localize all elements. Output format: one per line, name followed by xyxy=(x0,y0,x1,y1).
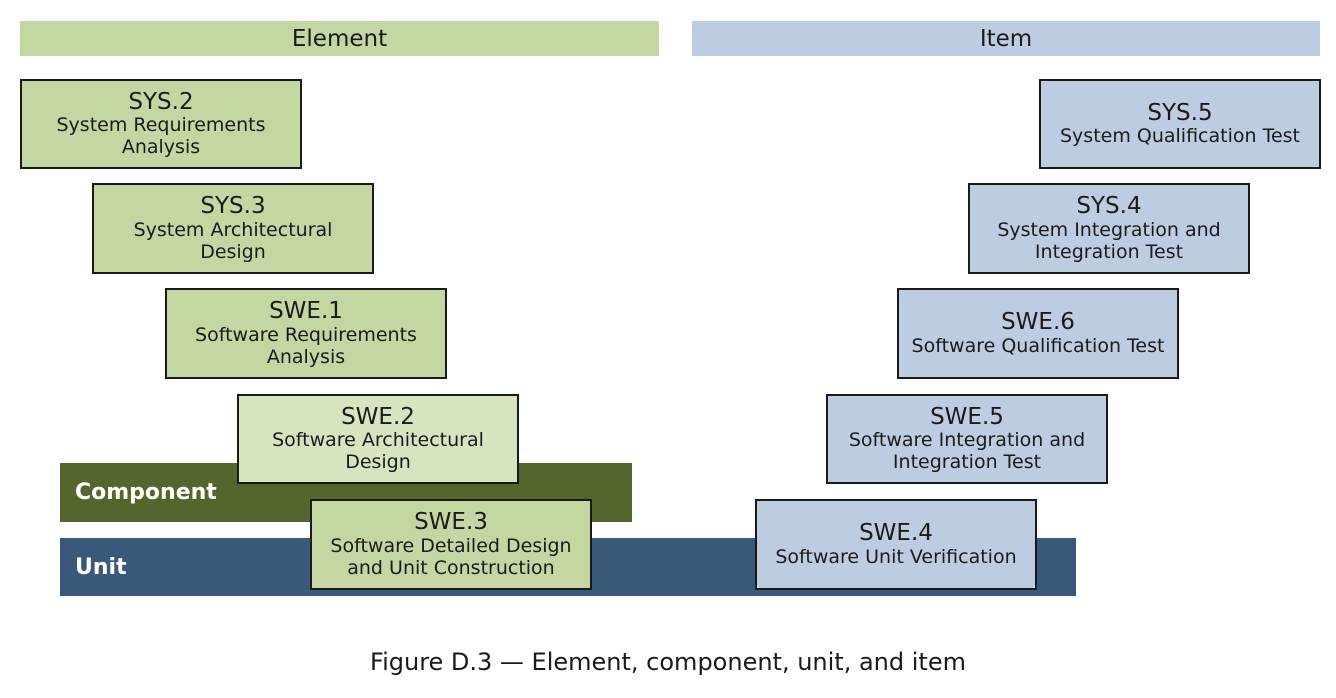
figure-caption: Figure D.3 — Element, component, unit, a… xyxy=(370,648,966,676)
process-name: Software Architectural Design xyxy=(272,429,484,474)
process-box-swe6: SWE.6 Software Qualification Test xyxy=(897,288,1179,379)
process-box-sys5: SYS.5 System Qualification Test xyxy=(1039,79,1321,169)
item-header: Item xyxy=(692,21,1320,56)
process-name: Software Unit Verification xyxy=(775,545,1017,568)
unit-band-label: Unit xyxy=(75,554,127,580)
process-code: SWE.1 xyxy=(269,298,343,325)
process-code: SWE.4 xyxy=(859,520,933,547)
process-box-swe1: SWE.1 Software Requirements Analysis xyxy=(165,288,447,379)
process-box-sys2: SYS.2 System Requirements Analysis xyxy=(20,79,302,169)
process-code: SYS.3 xyxy=(200,193,266,220)
process-name: Software Detailed Design and Unit Constr… xyxy=(330,534,572,579)
process-code: SYS.2 xyxy=(128,88,194,115)
process-box-sys3: SYS.3 System Architectural Design xyxy=(92,183,374,274)
process-name: System Requirements Analysis xyxy=(56,114,266,159)
element-header-label: Element xyxy=(291,25,388,52)
process-code: SWE.2 xyxy=(341,403,415,430)
process-box-swe2: SWE.2 Software Architectural Design xyxy=(237,394,519,484)
process-code: SYS.5 xyxy=(1147,99,1213,126)
process-box-swe3: SWE.3 Software Detailed Design and Unit … xyxy=(310,499,592,590)
item-header-label: Item xyxy=(979,25,1033,52)
process-name: System Integration and Integration Test xyxy=(997,218,1221,263)
process-box-sys4: SYS.4 System Integration and Integration… xyxy=(968,183,1250,274)
process-box-swe5: SWE.5 Software Integration and Integrati… xyxy=(826,394,1108,484)
component-band-label: Component xyxy=(75,480,217,505)
process-box-swe4: SWE.4 Software Unit Verification xyxy=(755,499,1037,590)
process-code: SYS.4 xyxy=(1076,193,1142,220)
process-name: Software Requirements Analysis xyxy=(195,323,417,368)
process-code: SWE.6 xyxy=(1001,309,1075,336)
process-code: SWE.3 xyxy=(414,509,488,536)
element-header: Element xyxy=(20,21,659,56)
process-name: Software Integration and Integration Tes… xyxy=(848,429,1086,474)
process-name: System Qualification Test xyxy=(1060,125,1300,148)
process-name: Software Qualification Test xyxy=(911,334,1165,357)
process-code: SWE.5 xyxy=(930,403,1004,430)
process-name: System Architectural Design xyxy=(133,218,333,263)
